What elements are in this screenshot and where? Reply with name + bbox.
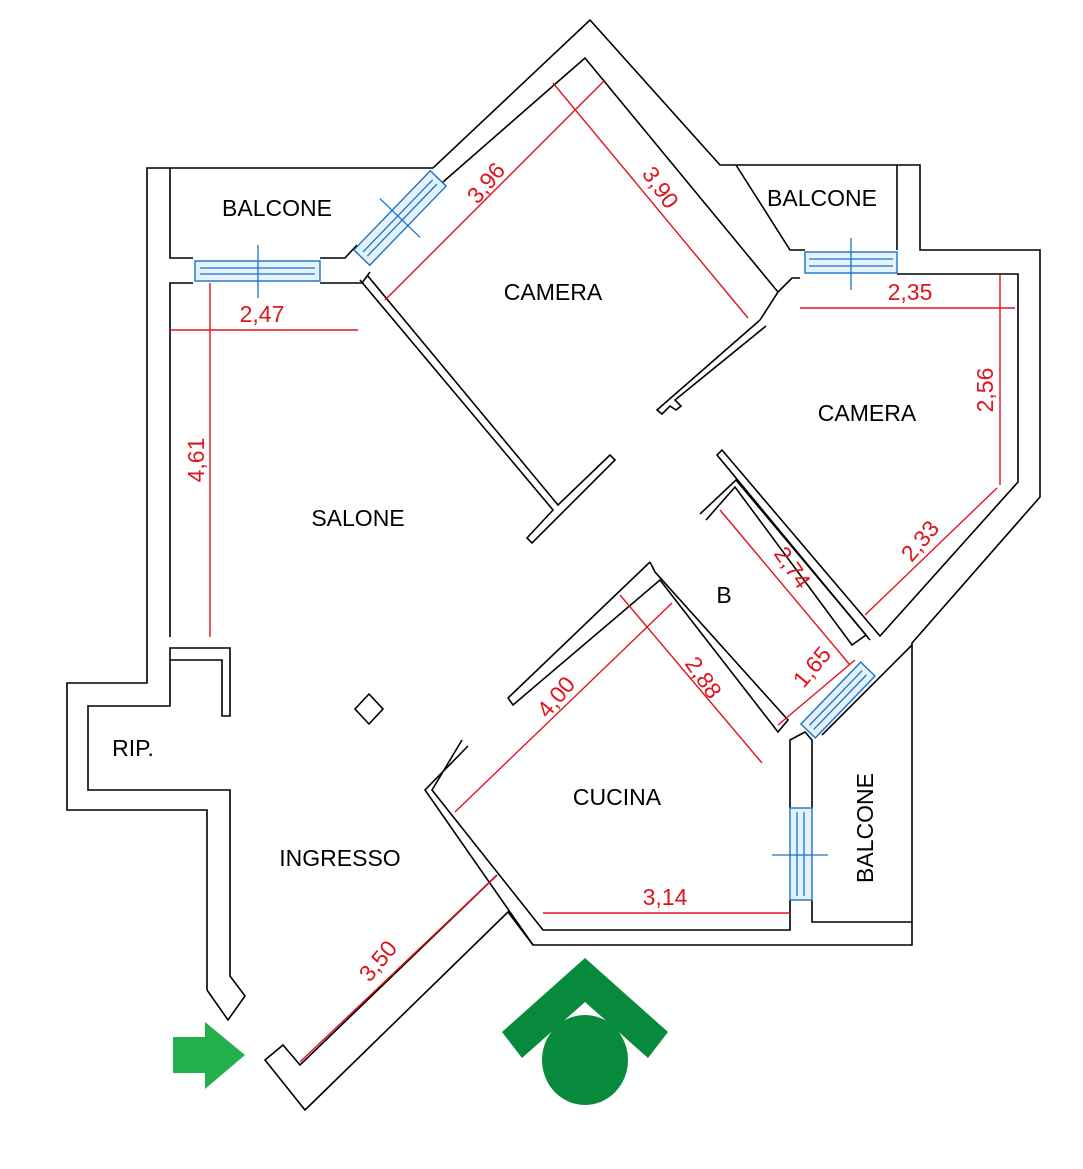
label-ingresso: INGRESSO (279, 845, 400, 871)
dim-ingresso-wall: 3,50 (354, 935, 403, 986)
cucina-wall (423, 745, 534, 946)
window-camera-right (804, 238, 898, 290)
balcone-right-top (821, 644, 913, 736)
bagno-wall (699, 478, 868, 647)
column-marker (353, 692, 385, 726)
balcone-right-inner (735, 164, 805, 251)
label-balcone-top-right: BALCONE (767, 185, 877, 211)
window-cucina (772, 807, 828, 901)
dim-cucina-b: 2,88 (680, 652, 727, 704)
entrance-arrow-icon (173, 1022, 245, 1089)
cucina-inner-wall (431, 739, 791, 931)
camera-divider (777, 277, 800, 293)
label-balcone-right: BALCONE (852, 773, 878, 883)
camera-right-wall (715, 273, 1019, 641)
dim-camera-right-length: 2,56 (972, 368, 998, 413)
camera-door-wall (655, 319, 767, 416)
label-cucina: CUCINA (573, 784, 662, 810)
salone-top-wall (320, 271, 371, 284)
outer-wall (66, 18, 1041, 1112)
window-bagno (799, 661, 877, 739)
dimension-lines (170, 79, 1015, 1063)
salone-left-wall (169, 282, 193, 637)
label-camera-right: CAMERA (818, 400, 917, 426)
balcone-left-inner (169, 168, 193, 259)
cucina-right-wall (789, 730, 813, 808)
label-ripostiglio: RIP. (112, 735, 154, 761)
room-labels: BALCONE BALCONE CAMERA CAMERA SALONE B R… (112, 185, 917, 883)
dim-camera-right-width: 2,35 (888, 279, 933, 305)
dim-cucina-a: 4,00 (532, 671, 581, 722)
window-balcone-left (194, 245, 321, 298)
dim-bagno-length: 2,74 (769, 542, 816, 594)
dim-cucina-c: 3,14 (643, 884, 688, 910)
bagno-cucina-wall (506, 561, 790, 734)
window-camera-top (352, 169, 448, 267)
balcone-bottom-right (811, 900, 912, 923)
label-balcone-top-left: BALCONE (222, 195, 332, 221)
label-salone: SALONE (311, 505, 404, 531)
camera-top-inner (442, 56, 779, 321)
entry-left-wall-end (87, 647, 246, 1022)
walls (66, 18, 1041, 1112)
label-bagno: B (716, 582, 731, 608)
windows (194, 169, 898, 901)
dim-salone-width: 2,47 (240, 301, 285, 327)
balcone-left-right (320, 244, 358, 259)
label-camera-top: CAMERA (504, 279, 603, 305)
camera-top-partition (359, 274, 617, 545)
dim-salone-length: 4,61 (183, 438, 209, 483)
dim-camera-right-diag: 2,33 (896, 515, 945, 566)
agency-logo-icon (502, 958, 668, 1105)
dim-bagno-width: 1,65 (788, 641, 837, 692)
